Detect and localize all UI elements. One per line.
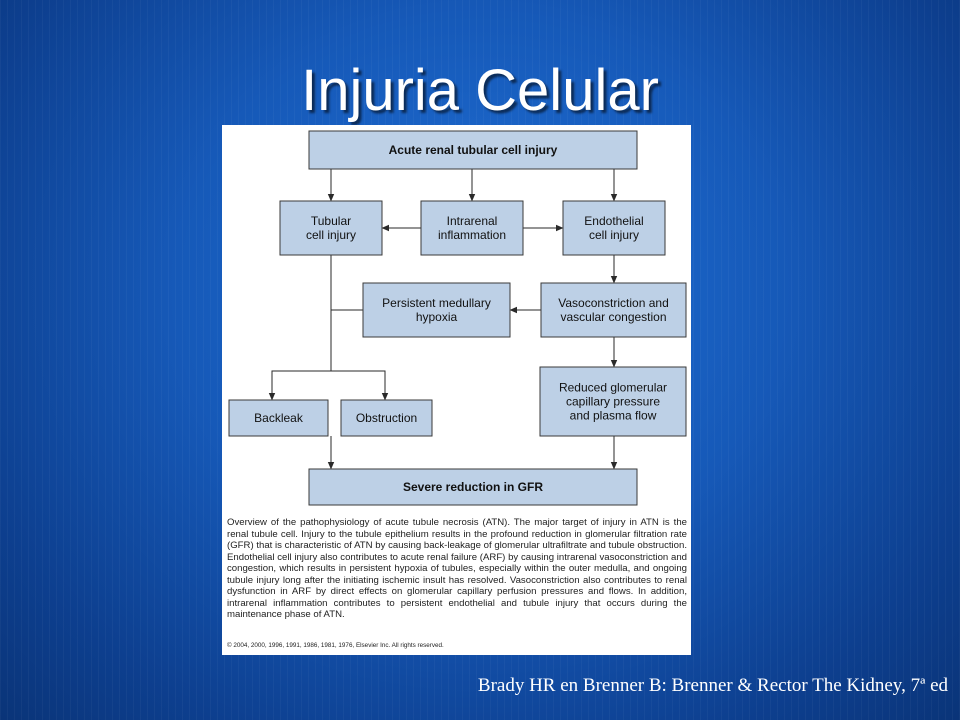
node-label: Backleak [254,411,304,425]
node-label: Intrarenal [447,214,498,228]
slide-title: Injuria Celular [301,58,659,123]
node-label: Severe reduction in GFR [403,480,543,494]
edges-layer [268,169,618,470]
node-box [540,282,687,338]
source-citation: Brady HR en Brenner B: Brenner & Rector … [477,675,948,696]
node-box [539,366,687,437]
node-box [308,130,638,170]
copyright-notice: © 2004, 2000, 1996, 1991, 1986, 1981, 19… [227,642,444,649]
edge-tubular-injury-to-obstruction [331,370,389,401]
node-label: Endothelial [584,214,643,228]
node-box [228,399,329,437]
node-label: vascular congestion [560,310,666,324]
node-label: hypoxia [416,310,458,324]
node-box [420,200,524,256]
node-label: Acute renal tubular cell injury [389,143,558,157]
node-backleak: Backleak [228,399,329,437]
node-label: Reduced glomerular [559,381,667,395]
node-label: inflammation [438,228,506,242]
node-label: and plasma flow [570,409,657,423]
node-label: cell injury [306,228,356,242]
node-gfr-reduction: Severe reduction in GFR [308,468,638,506]
node-acute-injury: Acute renal tubular cell injury [308,130,638,170]
node-box [279,200,383,256]
node-box [340,399,433,437]
node-box [308,468,638,506]
figure-caption: Overview of the pathophysiology of acute… [227,517,687,620]
node-label: Tubular [311,214,351,228]
node-label: Persistent medullary [382,296,491,310]
node-box [562,200,666,256]
node-box [362,282,511,338]
node-label: Vasoconstriction and [558,296,669,310]
nodes-layer: Acute renal tubular cell injuryTubularce… [228,130,687,506]
edge-tubular-injury-to-backleak [268,255,332,401]
flowchart: Acute renal tubular cell injuryTubularce… [228,130,687,506]
node-label: Obstruction [356,411,417,425]
node-label: cell injury [589,228,639,242]
node-obstruction: Obstruction [340,399,433,437]
node-label: capillary pressure [566,395,660,409]
